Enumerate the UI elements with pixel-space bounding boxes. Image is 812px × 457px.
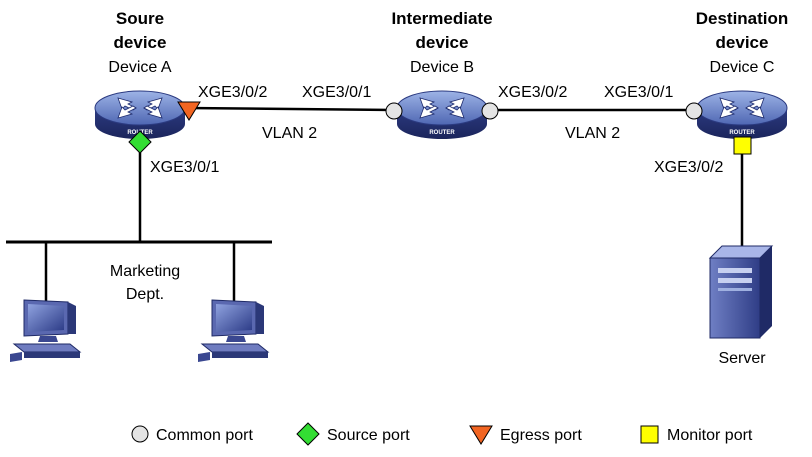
monitor-port-marker [733,136,752,155]
legend-egress-label: Egress port [500,427,582,444]
egress-port-marker [177,101,201,121]
device-b-router-icon: ROUTER [396,90,488,140]
legend-common-label: Common port [156,427,253,444]
server-label: Server [718,350,766,367]
device-b-role-line2: device [416,33,469,52]
port-label-c-bottom: XGE3/0/2 [654,159,723,176]
legend-common-port-icon [131,425,149,443]
legend-monitor-label: Monitor port [667,427,753,444]
router-b-label: ROUTER [429,130,455,136]
source-port-marker [128,130,152,154]
port-label-c-left: XGE3/0/1 [604,84,673,101]
port-label-b-right: XGE3/0/2 [498,84,567,101]
port-label-a-bottom: XGE3/0/1 [150,159,219,176]
legend-source-port-icon [296,422,320,446]
device-a-name: Device A [108,59,171,76]
device-b-name: Device B [410,59,474,76]
legend-monitor-port-icon [640,425,659,444]
server-icon [708,245,774,339]
device-a-role-line1: Soure [116,9,164,28]
link-a-b [185,106,395,112]
common-port-marker-b-right [481,102,499,120]
device-c-router-icon: ROUTER [696,90,788,140]
router-c-label: ROUTER [729,130,755,136]
lan-label-line2: Dept. [126,286,164,303]
device-a-role-line2: device [114,33,167,52]
common-port-marker-c-left [685,102,703,120]
device-c-name: Device C [710,59,775,76]
vlan-label-ab: VLAN 2 [262,125,317,142]
port-label-b-left: XGE3/0/1 [302,84,371,101]
pc-left-pc-icon [9,299,81,363]
device-c-role-line2: device [716,33,769,52]
pc-right-pc-icon [197,299,269,363]
device-c-role-line1: Destination [696,9,789,28]
lan-label-line1: Marketing [110,263,180,280]
legend: Common port Source port Egress port Moni… [131,422,753,446]
common-port-marker-b-left [385,102,403,120]
vlan-label-bc: VLAN 2 [565,125,620,142]
legend-egress-port-icon [469,425,493,445]
device-b-role-line1: Intermediate [391,9,492,28]
port-label-a-right: XGE3/0/2 [198,84,267,101]
legend-source-label: Source port [327,427,410,444]
